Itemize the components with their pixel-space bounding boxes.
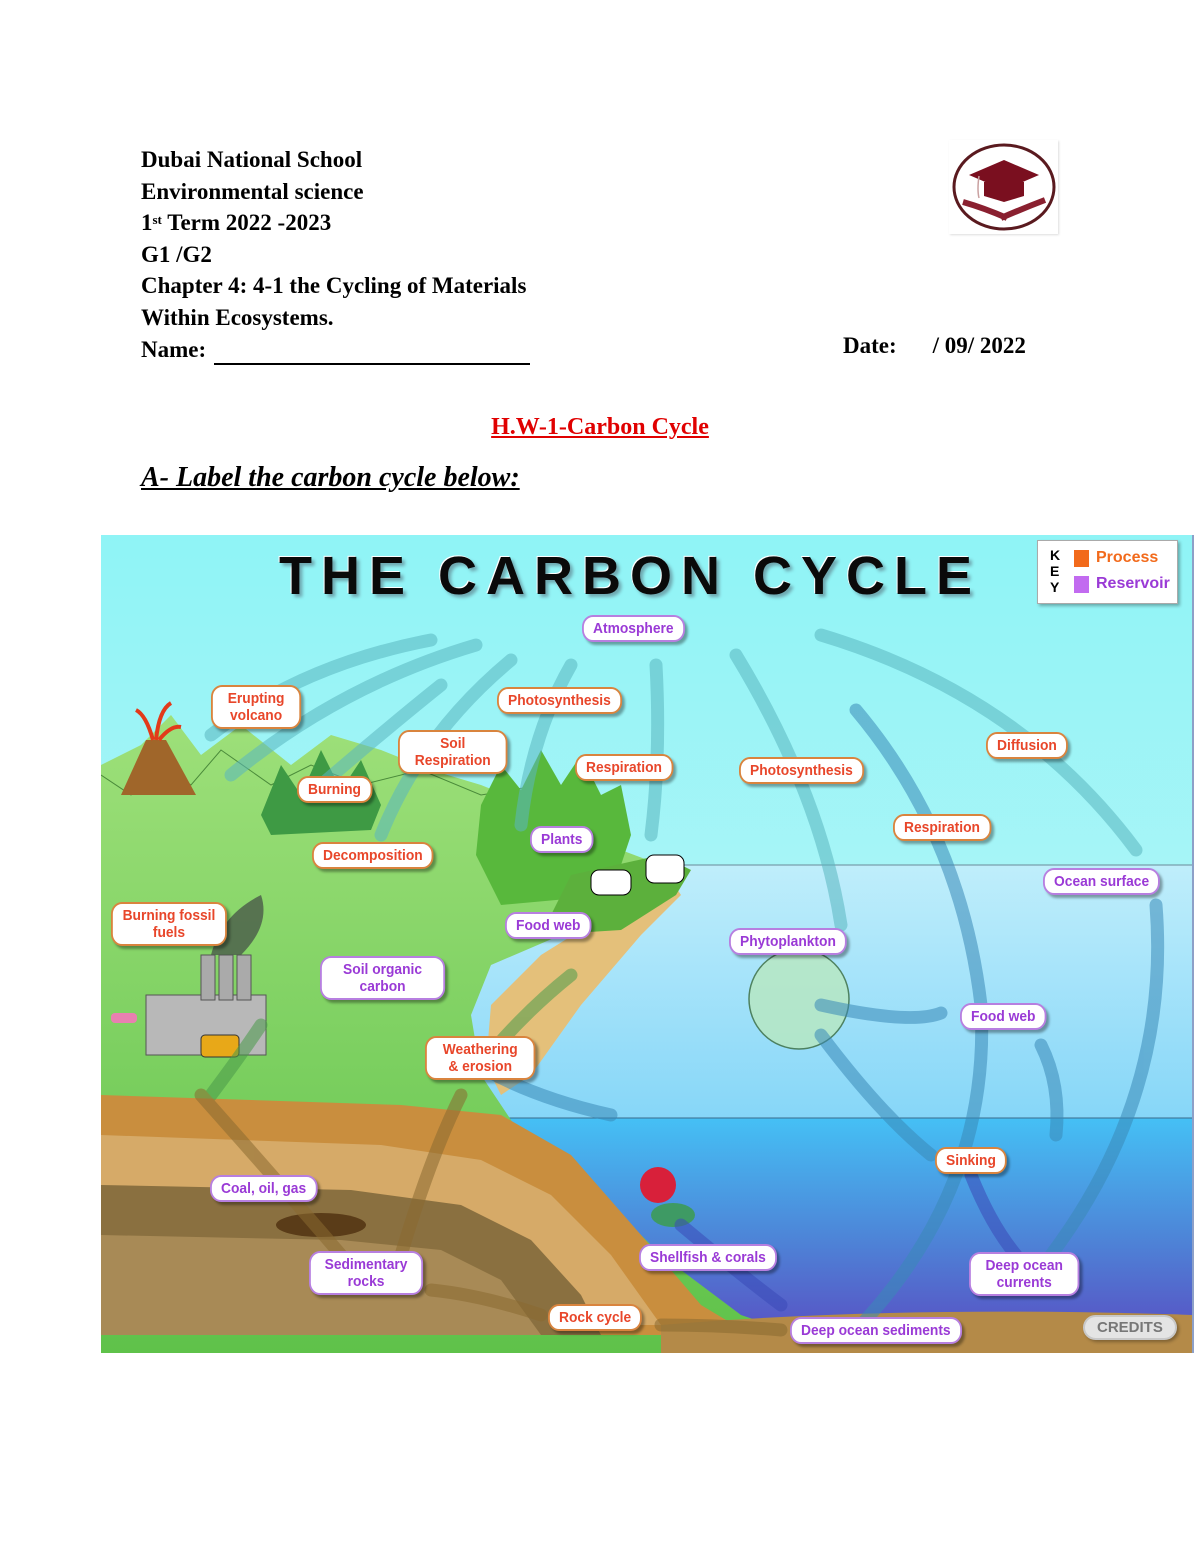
date-label: Date: (843, 333, 897, 358)
label-burning-fossil-fuels[interactable]: Burning fossil fuels (111, 902, 227, 946)
legend-process: Process (1074, 549, 1158, 567)
label-ocean-surface[interactable]: Ocean surface (1043, 868, 1161, 895)
label-sedimentary-rocks[interactable]: Sedimentary rocks (309, 1251, 424, 1295)
subject: Environmental science (141, 178, 364, 204)
label-rock-cycle[interactable]: Rock cycle (548, 1304, 643, 1331)
name-row: Name: (141, 334, 531, 366)
label-food-web-land[interactable]: Food web (505, 912, 592, 939)
label-decomposition[interactable]: Decomposition (312, 842, 434, 869)
document-header: Dubai National School Environmental scie… (141, 144, 531, 366)
label-food-web-ocean[interactable]: Food web (960, 1003, 1047, 1030)
name-field[interactable] (214, 341, 531, 366)
groups: G1 /G2 (141, 241, 212, 267)
reservoir-swatch (1074, 575, 1089, 593)
credits-button[interactable]: CREDITS (1083, 1315, 1177, 1340)
label-photosynthesis-land[interactable]: Photosynthesis (497, 687, 622, 714)
legend-reservoir: Reservoir (1074, 575, 1170, 593)
diagram-title: The Carbon Cycle (279, 546, 982, 606)
school-logo (949, 140, 1058, 234)
label-atmosphere[interactable]: Atmosphere (582, 615, 685, 642)
label-soil-respiration[interactable]: Soil Respiration (398, 730, 508, 774)
label-plants[interactable]: Plants (530, 826, 594, 853)
label-respiration-land[interactable]: Respiration (575, 754, 673, 781)
label-shellfish-corals[interactable]: Shellfish & corals (639, 1244, 777, 1271)
label-photosynthesis-ocean[interactable]: Photosynthesis (739, 757, 864, 784)
date-value: / 09/ 2022 (932, 333, 1026, 358)
label-soil-organic-carbon[interactable]: Soil organic carbon (320, 956, 446, 1000)
question-a-heading: A- Label the carbon cycle below: (141, 462, 520, 493)
date-row: Date: / 09/ 2022 (843, 333, 1026, 359)
carbon-cycle-diagram: The Carbon Cycle KEY Process Reservoir A… (101, 535, 1194, 1353)
process-swatch (1074, 549, 1089, 567)
label-erupting-volcano[interactable]: Erupting volcano (211, 685, 302, 729)
graduation-cap-icon (952, 143, 1056, 231)
label-burning[interactable]: Burning (297, 776, 372, 803)
name-label: Name: (141, 336, 207, 362)
chapter-line-1: Chapter 4: 4-1 the Cycling of Materials (141, 273, 527, 299)
label-phytoplankton[interactable]: Phytoplankton (729, 928, 847, 955)
school-name: Dubai National School (141, 147, 363, 172)
label-sinking[interactable]: Sinking (935, 1147, 1007, 1174)
label-deep-ocean-sediments[interactable]: Deep ocean sediments (790, 1317, 962, 1344)
carbon-cycle-illustration (101, 535, 1192, 1353)
label-diffusion[interactable]: Diffusion (986, 732, 1068, 759)
label-deep-ocean-currents[interactable]: Deep ocean currents (969, 1252, 1080, 1296)
homework-title: H.W-1-Carbon Cycle (491, 414, 709, 440)
label-coal-oil-gas[interactable]: Coal, oil, gas (210, 1175, 318, 1202)
term: 1st Term 2022 -2023 (141, 210, 332, 236)
chapter-line-2: Within Ecosystems. (141, 304, 334, 330)
label-weathering-erosion[interactable]: Weathering & erosion (425, 1036, 536, 1080)
label-respiration-ocean[interactable]: Respiration (893, 814, 991, 841)
